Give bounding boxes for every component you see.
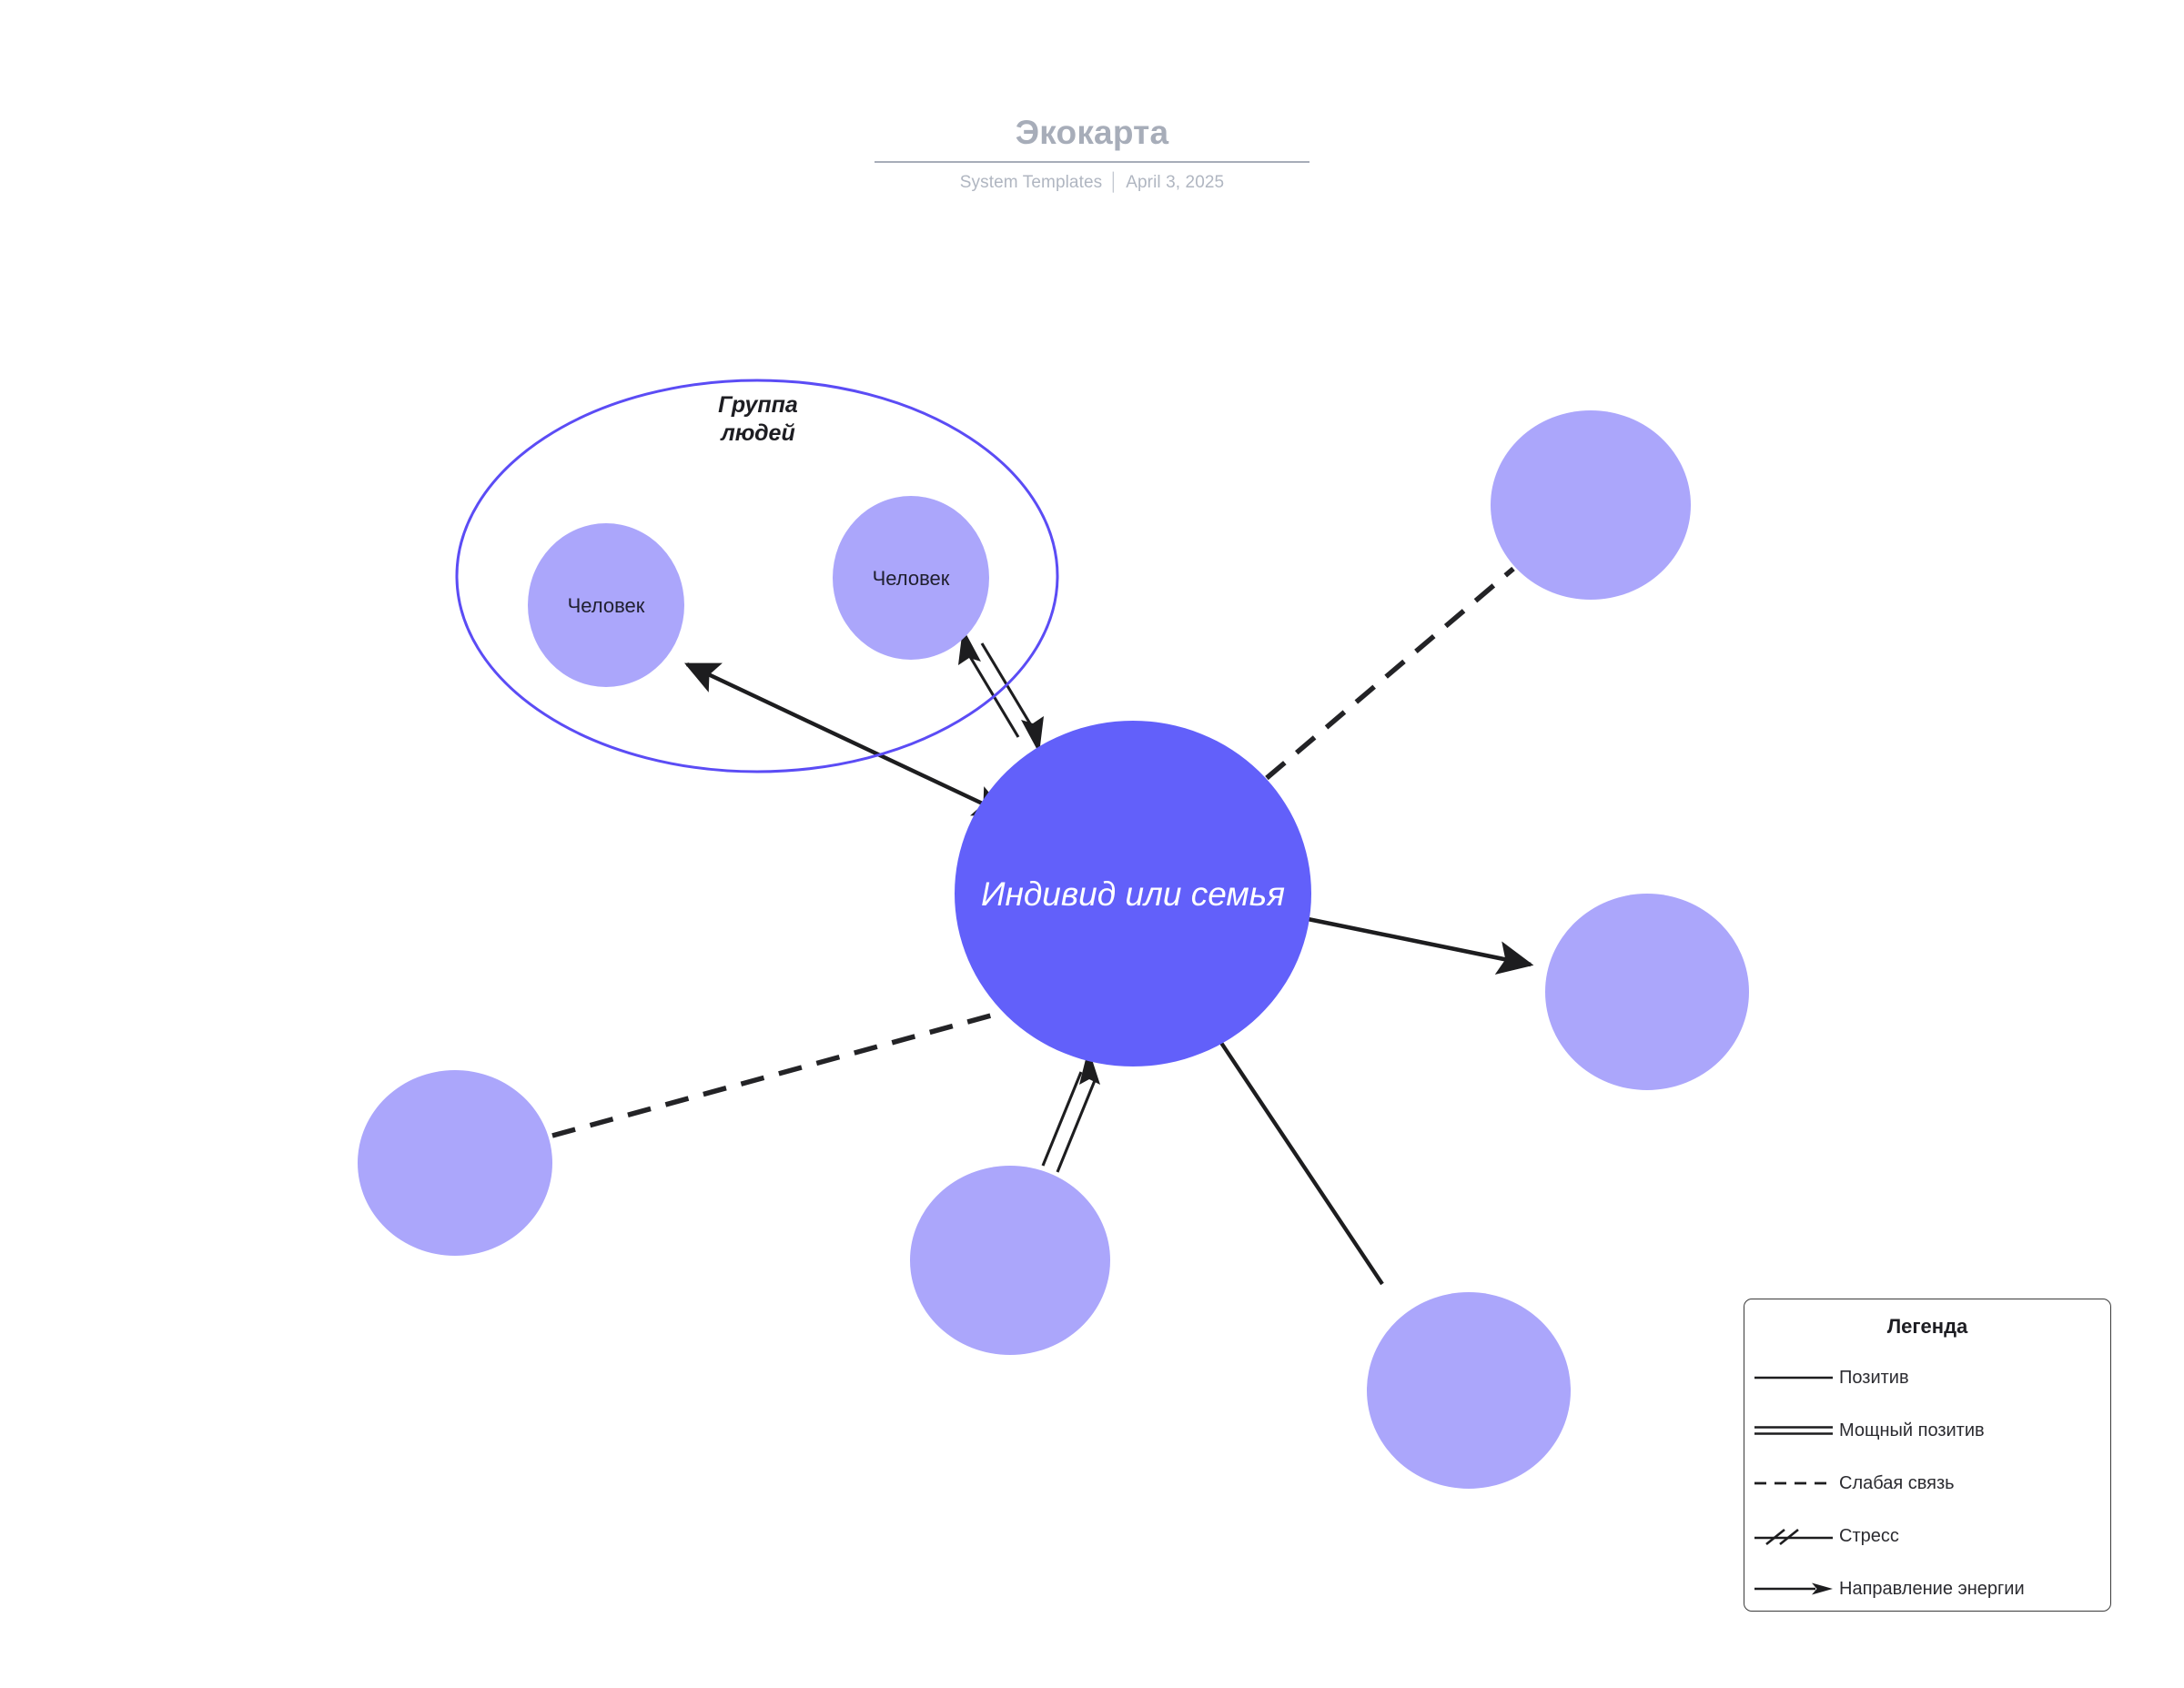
group-boundary-ellipse[interactable] xyxy=(455,379,1059,773)
person-node-2[interactable]: Человек xyxy=(833,496,989,660)
page-title: Экокарта xyxy=(1015,114,1169,151)
group-label-line1: Группа xyxy=(718,392,798,418)
legend-row-strong-positive[interactable]: Мощный позитив xyxy=(1744,1404,2110,1457)
satellite-node-bottom-right[interactable] xyxy=(1367,1292,1571,1489)
satellite-node-bottom-left[interactable] xyxy=(358,1070,552,1256)
center-node-circle[interactable] xyxy=(955,721,1311,1066)
subtitle-date: April 3, 2025 xyxy=(1126,172,1225,192)
edge-weak-bottom-left xyxy=(551,1010,1002,1138)
satellite-node-right[interactable] xyxy=(1545,894,1749,1090)
edge-weak-top-right xyxy=(1265,566,1515,781)
legend-sample-stress-line xyxy=(1752,1525,1839,1547)
legend-row-positive[interactable]: Позитив xyxy=(1744,1351,2110,1404)
legend-row-stress[interactable]: Стресс xyxy=(1744,1510,2110,1562)
document-subtitle: System Templates│ April 3, 2025 xyxy=(0,173,2184,193)
person-circle-1[interactable] xyxy=(528,523,684,687)
subtitle-source: System Templates xyxy=(959,172,1103,192)
legend-label-weak-link: Слабая связь xyxy=(1839,1472,1955,1493)
edge-bidir-person-left xyxy=(684,662,1008,816)
person-node-1[interactable]: Человек xyxy=(528,523,684,687)
satellite-node-top-right[interactable] xyxy=(1491,410,1691,600)
legend-rows: Позитив Мощный позитив Слабая связь xyxy=(1744,1351,2110,1615)
center-node-label: Индивид или семья xyxy=(981,875,1285,913)
group-label-line2: людей xyxy=(720,420,794,446)
legend-panel: Легенда Позитив Мощный позитив xyxy=(1744,1299,2111,1612)
legend-label-strong-positive: Мощный позитив xyxy=(1839,1420,1985,1440)
legend-sample-solid-line xyxy=(1752,1367,1839,1389)
legend-label-stress: Стресс xyxy=(1839,1525,1899,1546)
title-divider xyxy=(875,160,1309,163)
legend-title: Легенда xyxy=(1886,1315,1968,1338)
legend-label-energy-direction: Направление энергии xyxy=(1839,1578,2025,1599)
group-of-people[interactable]: Группа людей xyxy=(455,379,1059,773)
legend-label-positive: Позитив xyxy=(1839,1367,1909,1388)
edge-layer xyxy=(551,566,1534,1286)
person-label-1: Человек xyxy=(568,594,645,617)
legend-row-weak-link[interactable]: Слабая связь xyxy=(1744,1457,2110,1510)
legend-sample-dashed-line xyxy=(1752,1472,1839,1494)
person-circle-2[interactable] xyxy=(833,496,989,660)
person-label-2: Человек xyxy=(873,567,950,590)
legend-row-energy-direction[interactable]: Направление энергии xyxy=(1744,1562,2110,1615)
subtitle-separator: │ xyxy=(1108,172,1120,192)
satellite-node-bottom-center[interactable] xyxy=(910,1166,1110,1355)
edge-energy-right xyxy=(1280,911,1534,975)
center-node[interactable]: Индивид или семья xyxy=(955,721,1311,1066)
document-header: Экокарта System Templates│ April 3, 2025 xyxy=(0,114,2184,193)
legend-sample-arrow xyxy=(1752,1578,1839,1600)
edge-strong-positive-bottom-center xyxy=(1041,1048,1100,1173)
legend-sample-double-line xyxy=(1752,1420,1839,1441)
edge-positive-bottom-right xyxy=(1208,1025,1384,1286)
